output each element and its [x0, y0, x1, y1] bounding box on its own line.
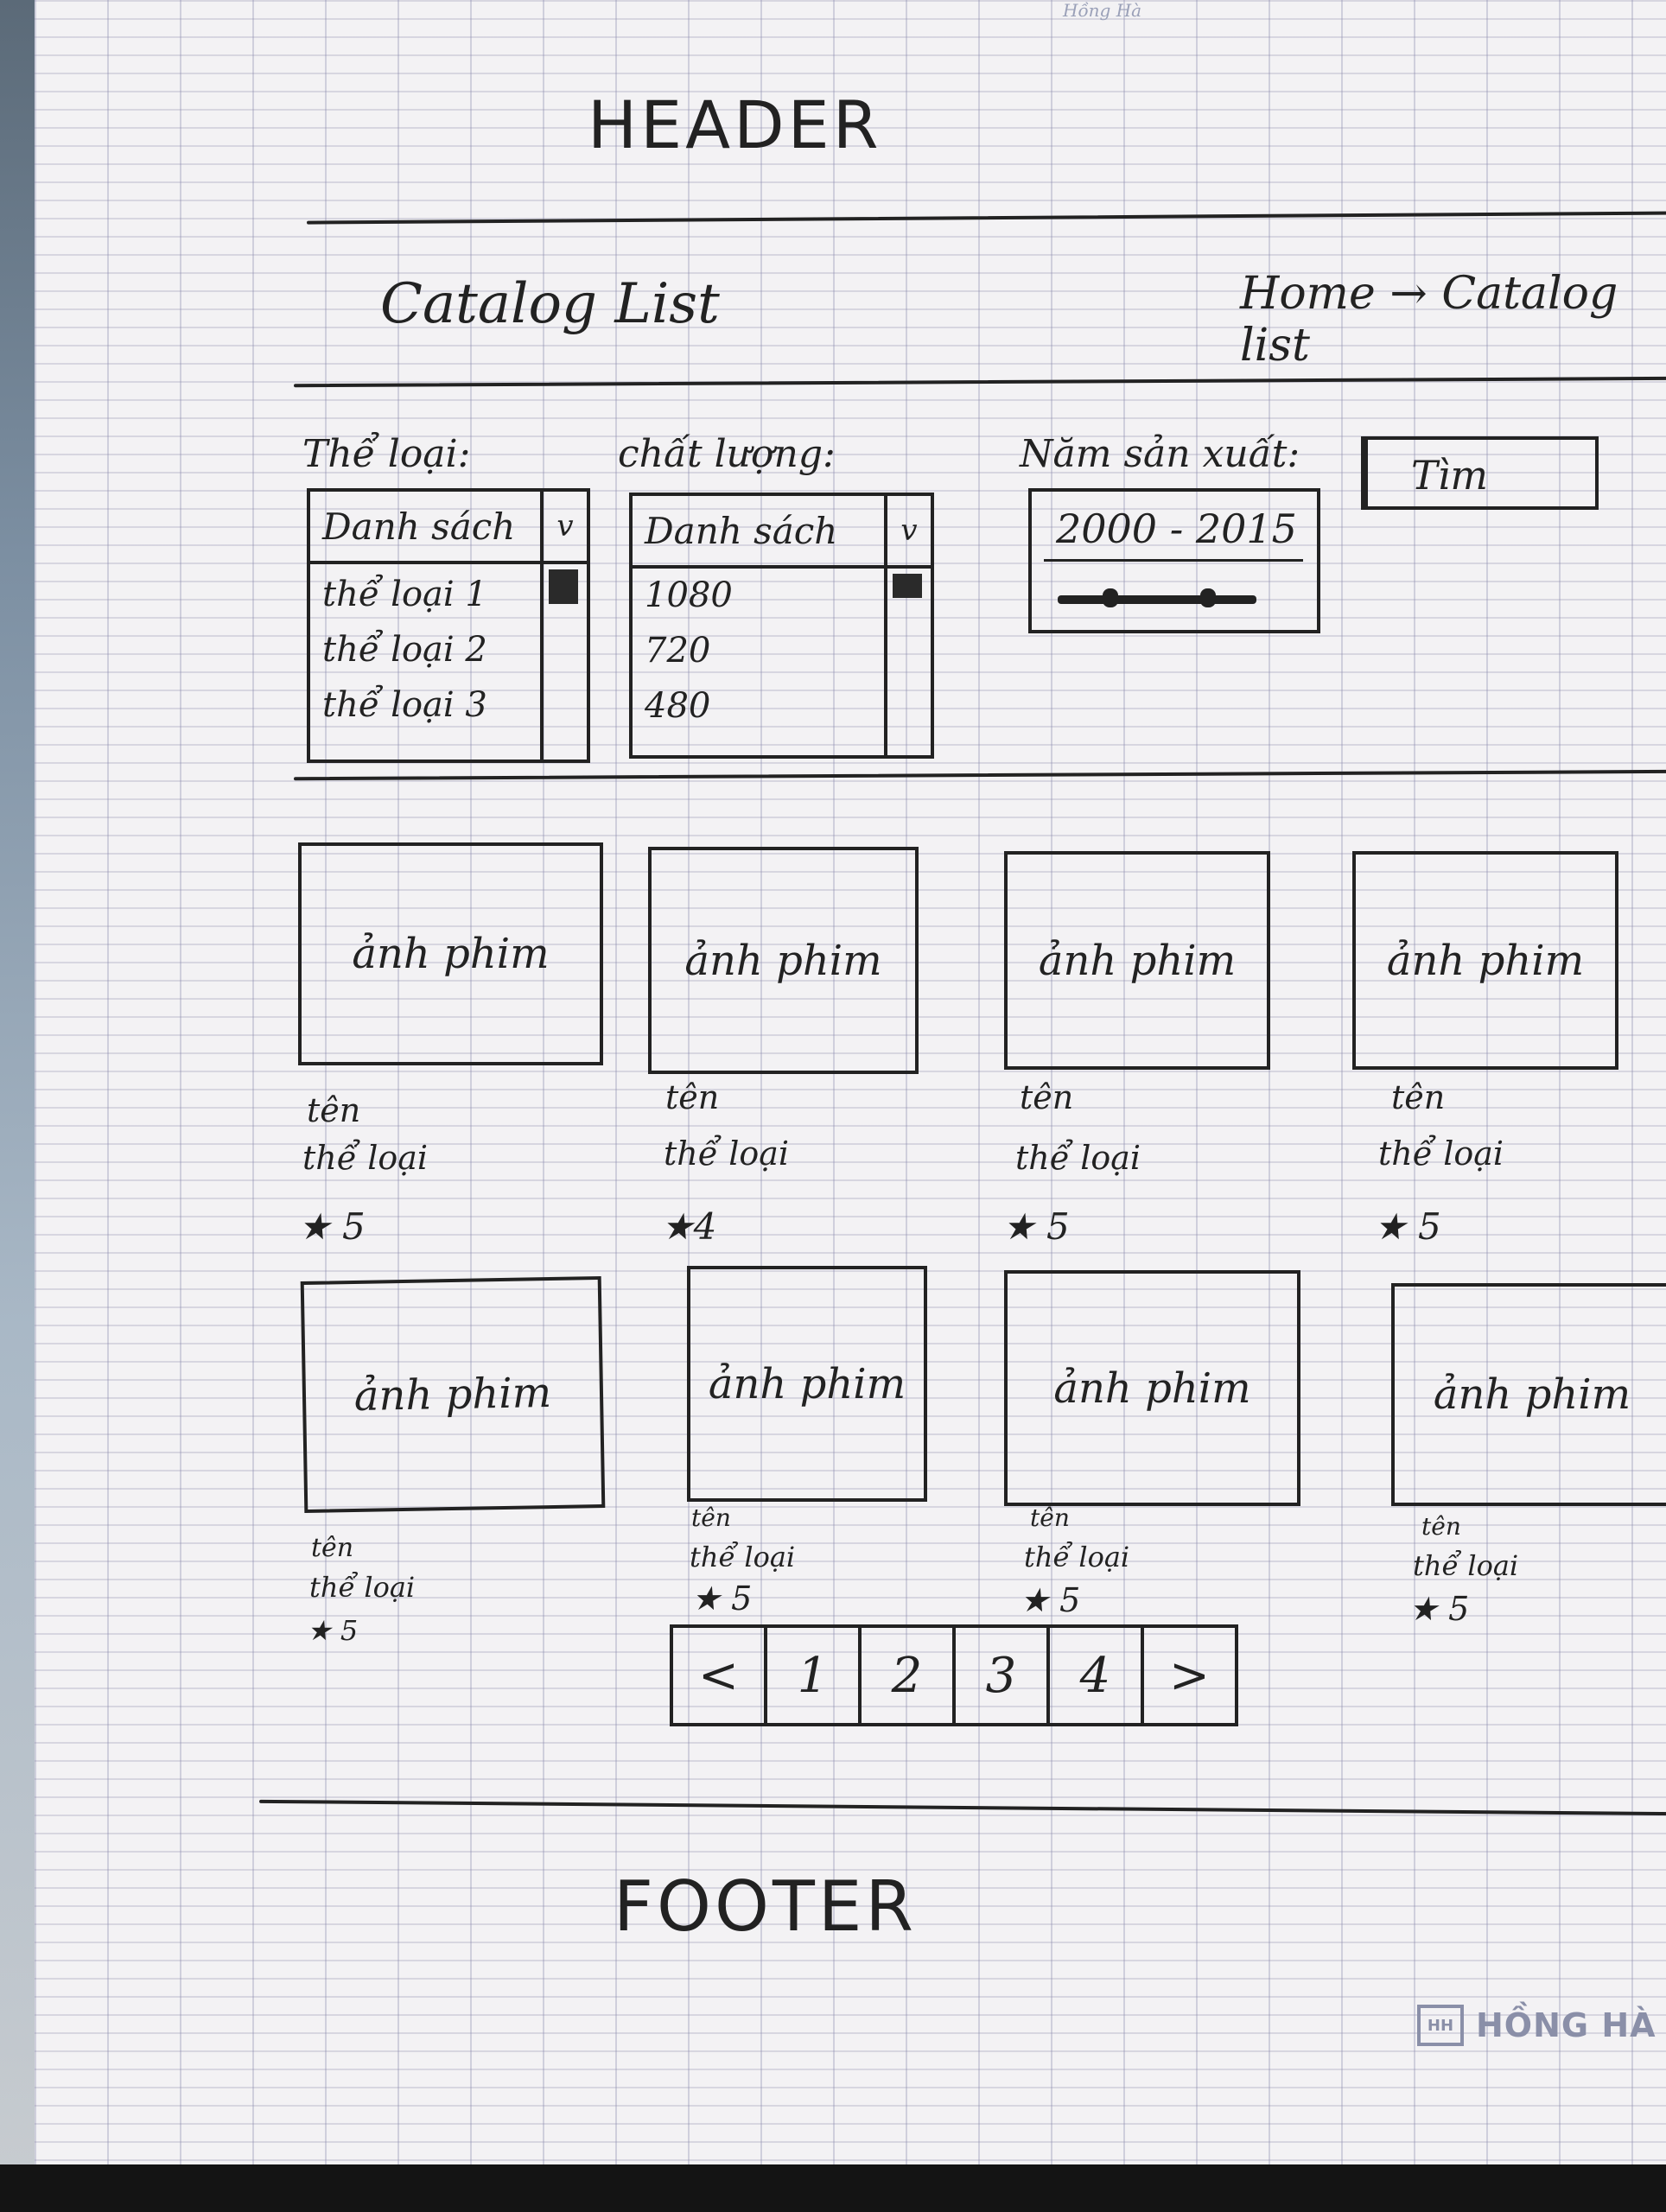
- movie-poster[interactable]: ảnh phim: [298, 842, 603, 1065]
- year-slider-track[interactable]: [1058, 595, 1256, 604]
- movie-poster-label: ảnh phim: [1433, 1370, 1631, 1419]
- movie-rating: ★ 5: [1002, 1205, 1070, 1248]
- movie-genre: thể loại: [690, 1541, 796, 1573]
- movie-title[interactable]: tên: [1020, 1078, 1074, 1116]
- header-divider: [307, 211, 1666, 225]
- filter-divider: [294, 769, 1666, 781]
- paper-brand: HH HỒNG HÀ: [1417, 2005, 1656, 2046]
- movie-poster-label: ảnh phim: [353, 1369, 552, 1421]
- quality-option[interactable]: 720: [645, 631, 711, 671]
- genre-label: Thể loại:: [302, 432, 471, 476]
- pagination-page-3[interactable]: 3: [952, 1628, 1046, 1723]
- movie-poster[interactable]: ảnh phim: [687, 1266, 927, 1502]
- pagination-next[interactable]: >: [1141, 1628, 1235, 1723]
- genre-selected-value: Danh sách: [322, 505, 516, 548]
- movie-poster[interactable]: ảnh phim: [1004, 851, 1270, 1070]
- movie-rating: ★ 5: [691, 1580, 753, 1618]
- search-button-label: Tìm: [1411, 452, 1489, 499]
- movie-poster-label: ảnh phim: [1038, 936, 1237, 985]
- footer-title: FOOTER: [614, 1866, 917, 1947]
- movie-rating: ★ 5: [1374, 1205, 1441, 1248]
- movie-title[interactable]: tên: [307, 1091, 361, 1129]
- paper-sheet: Hồng Hà HEADER Catalog List Home → Catal…: [35, 0, 1666, 2164]
- movie-title[interactable]: tên: [665, 1078, 720, 1116]
- movie-title[interactable]: tên: [1030, 1503, 1070, 1532]
- year-label: Năm sản xuất:: [1020, 432, 1300, 476]
- pagination-page-2[interactable]: 2: [858, 1628, 952, 1723]
- movie-poster[interactable]: ảnh phim: [1352, 851, 1618, 1070]
- movie-genre: thể loại: [1015, 1139, 1141, 1177]
- page-title: Catalog List: [380, 272, 720, 336]
- movie-genre: thể loại: [302, 1139, 429, 1177]
- movie-poster[interactable]: ảnh phim: [1004, 1270, 1300, 1506]
- year-slider-max-handle[interactable]: [1200, 588, 1216, 607]
- genre-listbox[interactable]: Danh sách v thể loại 1 thể loại 2 thể lo…: [307, 488, 590, 763]
- movie-poster-label: ảnh phim: [684, 936, 882, 985]
- movie-title[interactable]: tên: [691, 1503, 731, 1532]
- movie-rating: ★ 5: [298, 1205, 366, 1248]
- paper-top-print: Hồng Hà: [1063, 0, 1142, 21]
- movie-genre: thể loại: [1413, 1549, 1519, 1582]
- movie-poster-label: ảnh phim: [708, 1359, 906, 1408]
- genre-scrollbar[interactable]: [540, 564, 587, 760]
- genre-option[interactable]: thể loại 2: [322, 630, 487, 670]
- movie-rating: ★ 5: [307, 1614, 359, 1647]
- search-button[interactable]: Tìm: [1361, 436, 1599, 510]
- year-range-value: 2000 - 2015: [1056, 505, 1297, 552]
- movie-poster[interactable]: ảnh phim: [1391, 1283, 1666, 1506]
- bottom-shadow: [0, 2164, 1666, 2212]
- quality-label: chất lượng:: [618, 432, 836, 476]
- brand-logo: HH: [1417, 2005, 1464, 2046]
- year-range-underline: [1044, 559, 1303, 562]
- genre-option[interactable]: thể loại 3: [322, 685, 487, 725]
- footer-divider: [259, 1799, 1666, 1816]
- year-slider-min-handle[interactable]: [1103, 588, 1118, 607]
- quality-select-header[interactable]: Danh sách v: [633, 496, 931, 569]
- pagination-page-1[interactable]: 1: [764, 1628, 858, 1723]
- movie-rating: ★ 5: [1408, 1590, 1470, 1628]
- movie-genre: thể loại: [309, 1571, 416, 1604]
- movie-genre: thể loại: [664, 1135, 790, 1173]
- genre-option[interactable]: thể loại 1: [322, 575, 487, 614]
- year-range-filter[interactable]: 2000 - 2015: [1028, 488, 1320, 633]
- pagination: < 1 2 3 4 >: [670, 1624, 1238, 1726]
- chevron-down-icon[interactable]: v: [540, 492, 587, 561]
- movie-rating: ★4: [661, 1205, 717, 1248]
- quality-option[interactable]: 1080: [645, 575, 733, 615]
- title-divider: [294, 376, 1666, 388]
- brand-name: HỒNG HÀ: [1476, 2006, 1656, 2044]
- movie-poster[interactable]: ảnh phim: [648, 847, 919, 1074]
- pagination-page-4[interactable]: 4: [1046, 1628, 1141, 1723]
- movie-title[interactable]: tên: [1421, 1512, 1461, 1541]
- quality-selected-value: Danh sách: [645, 510, 838, 552]
- movie-poster[interactable]: ảnh phim: [300, 1275, 606, 1514]
- movie-poster-label: ảnh phim: [352, 930, 550, 978]
- breadcrumb[interactable]: Home → Catalog list: [1240, 268, 1618, 372]
- movie-poster-label: ảnh phim: [1386, 936, 1585, 985]
- chevron-down-icon[interactable]: v: [884, 496, 931, 565]
- movie-genre: thể loại: [1378, 1135, 1504, 1173]
- movie-genre: thể loại: [1024, 1541, 1130, 1573]
- movie-title[interactable]: tên: [311, 1533, 354, 1563]
- quality-option[interactable]: 480: [645, 686, 711, 726]
- header-title: HEADER: [588, 86, 882, 163]
- quality-listbox[interactable]: Danh sách v 1080 720 480: [629, 493, 934, 759]
- quality-scrollbar[interactable]: [884, 569, 931, 755]
- movie-title[interactable]: tên: [1391, 1078, 1446, 1116]
- movie-poster-label: ảnh phim: [1053, 1363, 1251, 1413]
- quality-scroll-thumb[interactable]: [893, 574, 922, 598]
- movie-rating: ★ 5: [1020, 1581, 1081, 1619]
- genre-scroll-thumb[interactable]: [549, 569, 578, 604]
- pagination-prev[interactable]: <: [698, 1647, 739, 1704]
- genre-select-header[interactable]: Danh sách v: [310, 492, 587, 564]
